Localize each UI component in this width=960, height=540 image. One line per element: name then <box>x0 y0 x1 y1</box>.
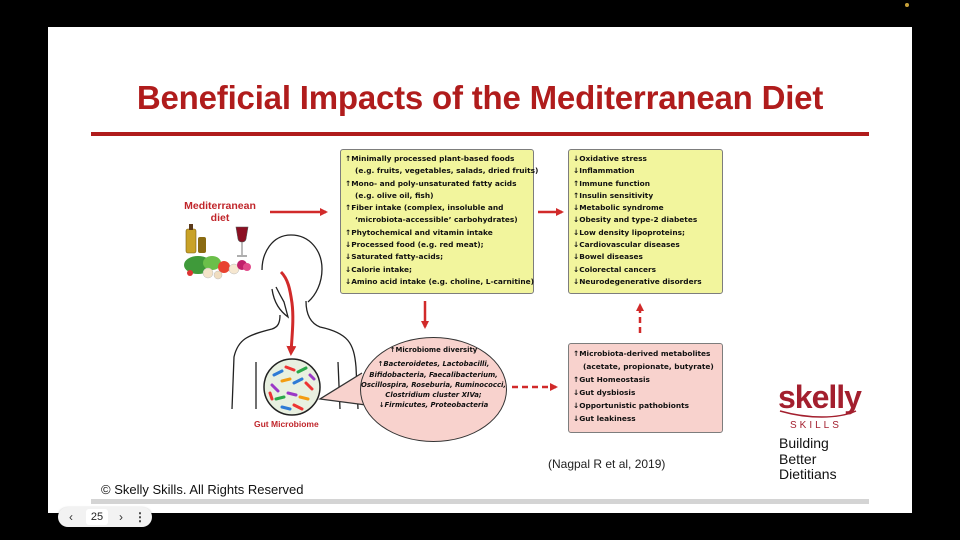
food-line: ↑Minimally processed plant-based foods <box>345 154 515 163</box>
oval-pointer <box>318 372 367 406</box>
metabolites-box: ↑Microbiota-derived metabolites (acetate… <box>568 343 723 433</box>
slide: Beneficial Impacts of the Mediterranean … <box>48 27 912 513</box>
microbiome-circle-icon <box>263 358 321 416</box>
food-line: ↑Mono- and poly-unsaturated fatty acids <box>345 178 517 188</box>
tagline-line: Dietitians <box>779 466 837 482</box>
food-line: ↑Phytochemical and vitamin intake <box>345 227 493 237</box>
food-intake-box: ↑Minimally processed plant-based foods (… <box>340 149 539 294</box>
diagram-graphics <box>184 208 857 418</box>
oval-line: ↓Firmicutes, Proteobacteria <box>378 401 489 410</box>
food-line: ↑Fiber intake (complex, insoluble and <box>345 203 504 213</box>
slide-title: Beneficial Impacts of the Mediterranean … <box>136 79 824 116</box>
oval-line: Oscillospira, Roseburia, Ruminococci, <box>360 380 507 389</box>
metabolite-line: ↓Gut dysbiosis <box>573 388 636 397</box>
outcome-line: ↓Obesity and type-2 diabetes <box>573 215 698 225</box>
diet-label-line: Mediterranean <box>184 200 256 212</box>
oval-line: Clostridium cluster XIVa; <box>385 391 482 400</box>
title-divider <box>91 132 869 136</box>
outcome-line: ↓Neurodegenerative disorders <box>573 276 702 286</box>
tagline-line: Better <box>779 450 817 467</box>
status-dot <box>905 3 909 7</box>
microbiome-oval <box>360 337 507 442</box>
outcome-line: ↓Colorectal cancers <box>573 264 657 274</box>
outcome-line: ↓Low density lipoproteins; <box>573 227 685 237</box>
food-line: ↓Processed food (e.g. red meat); <box>345 240 484 250</box>
outcome-line: ↓Oxidative stress <box>573 154 647 163</box>
skelly-logo: skelly <box>778 379 862 415</box>
copyright-text: © Skelly Skills. All Rights Reserved <box>101 482 304 497</box>
skelly-logo-sub: SKILLS <box>790 420 842 431</box>
diet-label: Mediterranean diet <box>180 200 260 224</box>
food-line: ↓Saturated fatty-acids; <box>345 252 444 262</box>
tagline-line: Building <box>779 435 829 451</box>
metabolite-line: ↑Gut Homeostasis <box>573 375 650 384</box>
more-vertical-icon[interactable]: ⋮ <box>134 510 146 524</box>
food-line: ↓Calorie intake; <box>345 264 412 274</box>
mediterranean-food-icon <box>184 224 251 280</box>
food-line: (e.g. olive oil, fish) <box>355 190 434 200</box>
outcome-line: ↓Cardiovascular diseases <box>573 240 680 250</box>
food-line: (e.g. fruits, vegetables, salads, dried … <box>355 166 539 176</box>
digestive-path-arrow <box>279 270 297 356</box>
slide-pager: ‹ 25 › ⋮ <box>58 507 152 527</box>
oval-line: ↑Microbiome diversity <box>389 346 478 354</box>
logo-tagline: Building Better Dietitians <box>779 435 837 483</box>
outcome-line: ↓Inflammation <box>573 166 635 176</box>
chevron-right-icon[interactable]: › <box>119 510 123 524</box>
oval-line: ↑Bacteroidetes, Lactobacilli, <box>377 360 490 369</box>
outcome-line: ↑Immune function <box>573 178 650 188</box>
metabolite-line: (acetate, propionate, butyrate) <box>583 362 714 371</box>
metabolite-line: ↓Opportunistic pathobionts <box>573 401 690 410</box>
food-line: ‘microbiota-accessible’ carbohydrates) <box>355 215 518 225</box>
outcome-line: ↑Insulin sensitivity <box>573 190 654 200</box>
metabolite-line: ↓Gut leakiness <box>573 414 636 423</box>
microbiome-oval-text: ↑Microbiome diversity ↑Bacteroidetes, La… <box>360 345 507 411</box>
chevron-left-icon[interactable]: ‹ <box>69 510 73 524</box>
metabolite-line: ↑Microbiota-derived metabolites <box>573 349 711 358</box>
human-body-outline-icon <box>231 234 359 410</box>
logo-swoosh-icon <box>779 410 857 418</box>
health-outcomes-box: ↓Oxidative stress ↓Inflammation ↑Immune … <box>568 149 723 294</box>
outcome-line: ↓Bowel diseases <box>573 252 643 262</box>
diet-label-line: diet <box>210 212 230 224</box>
oval-line: Bifidobacteria, Faecalibacterium, <box>369 370 498 379</box>
food-line: ↓Amino acid intake (e.g. choline, L-carn… <box>345 276 535 286</box>
outcome-line: ↓Metabolic syndrome <box>573 203 664 213</box>
gut-microbiome-label: Gut Microbiome <box>254 419 319 429</box>
citation: (Nagpal R et al, 2019) <box>548 457 666 471</box>
page-number[interactable]: 25 <box>86 509 108 525</box>
progress-bar <box>91 499 869 504</box>
